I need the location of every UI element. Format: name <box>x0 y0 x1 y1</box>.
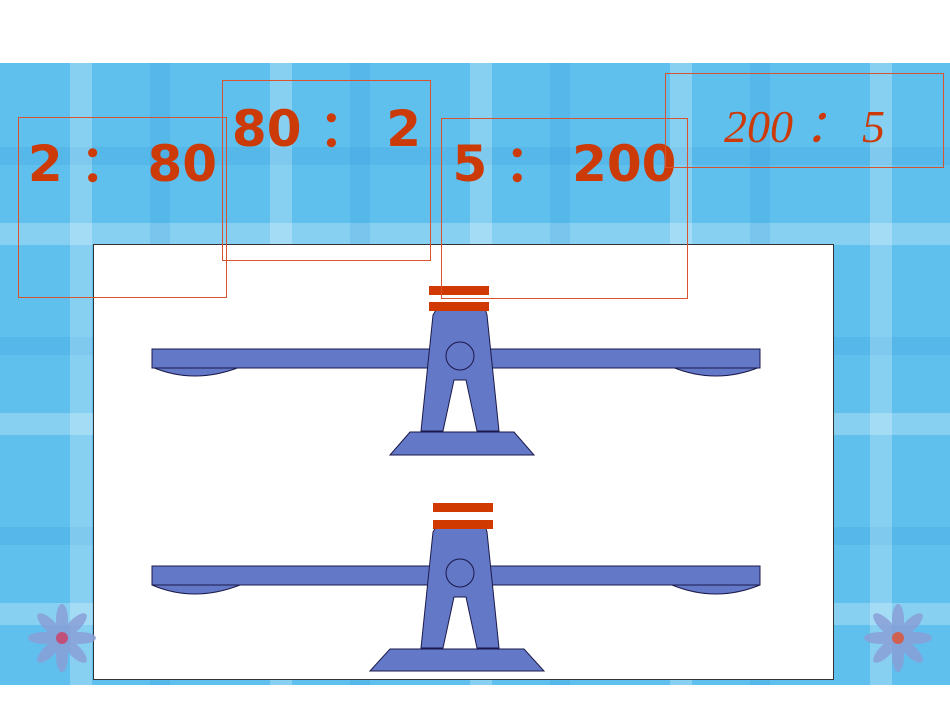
balance-scales <box>151 286 761 672</box>
balance-panel <box>93 244 834 680</box>
ratio-card-4[interactable]: 200 ： 5 <box>665 73 944 168</box>
balance-scale-icon-bottom <box>151 503 761 672</box>
ratio-card-3[interactable]: 5 ： 200 <box>441 118 688 299</box>
ratio-card-2[interactable]: 80 ： 2 <box>222 80 431 261</box>
flower-icon <box>28 604 96 672</box>
ratio-card-1[interactable]: 2 ： 80 <box>18 117 227 298</box>
balance-scale-icon-top <box>151 286 761 456</box>
equals-sign-icon <box>433 503 493 512</box>
flower-icon <box>864 604 932 672</box>
equals-sign-icon <box>429 286 489 295</box>
